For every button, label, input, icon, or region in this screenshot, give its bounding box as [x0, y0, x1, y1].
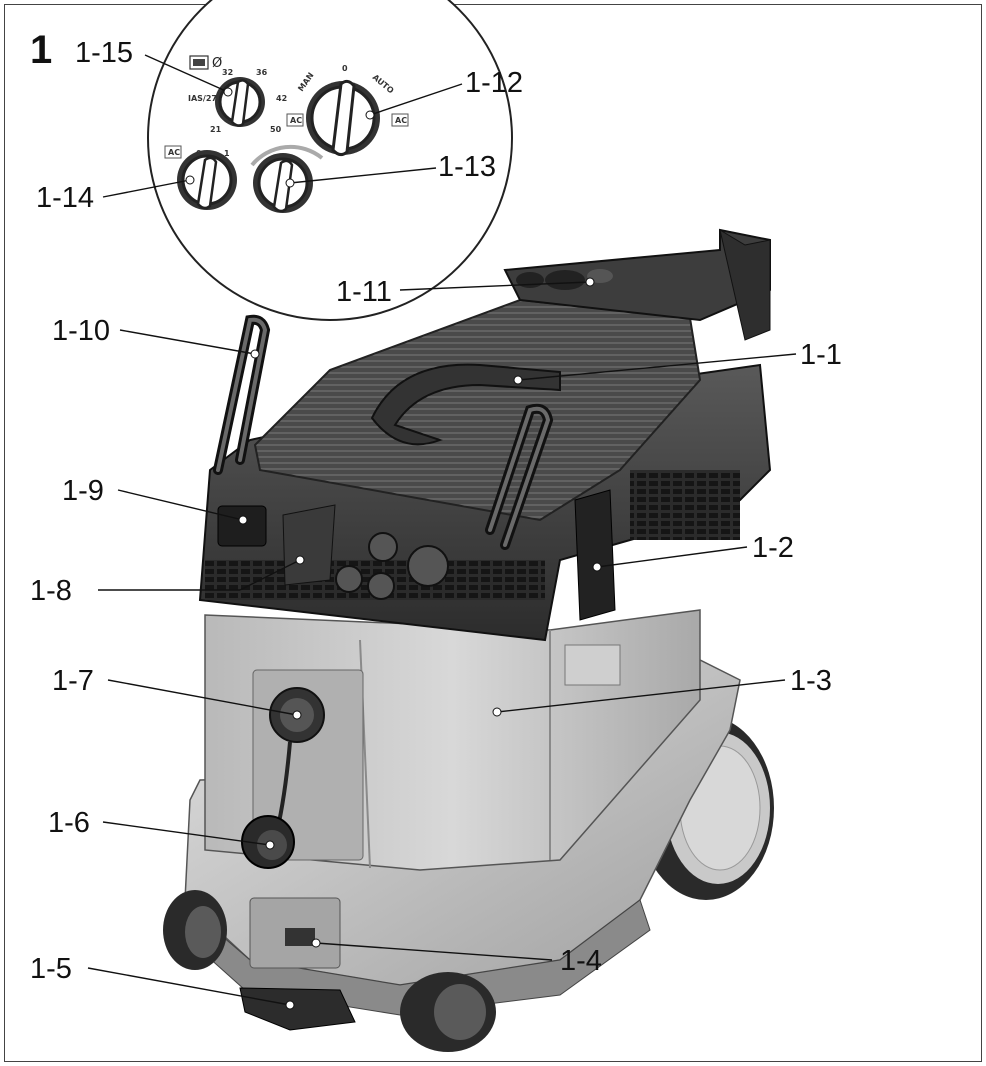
callout-1-8: 1-8: [30, 575, 72, 607]
suction-mode-knob[interactable]: [306, 79, 380, 157]
diameter-symbol: Ø: [212, 56, 222, 71]
front-latch[interactable]: [285, 928, 315, 946]
callout-1-14: 1-14: [36, 182, 94, 214]
figure-number: 1: [30, 28, 53, 72]
callout-1-11: 1-11: [336, 276, 392, 308]
mode-zero-label: 0: [342, 64, 348, 73]
ac-badge-right-box: [391, 113, 409, 127]
ac-badge-switch: AC: [168, 148, 180, 157]
ribbed-lid: [253, 298, 702, 522]
figure-frame: [4, 4, 982, 1062]
ac-badge-left-box: [286, 113, 304, 127]
callout-1-4: 1-4: [560, 945, 602, 977]
side-flap[interactable]: [574, 489, 616, 621]
hose-icon-fill: [193, 59, 205, 66]
callout-1-12: 1-12: [465, 67, 523, 99]
callout-1-2: 1-2: [752, 532, 794, 564]
lid-handle[interactable]: [370, 363, 561, 446]
control-panel-detail: Ø 32 36 IAS/27 42 21 50 MAN 0 AUTO AC AC…: [147, 0, 513, 321]
hose-diameter-knob[interactable]: [215, 77, 265, 127]
callout-1-7: 1-7: [52, 665, 94, 697]
callout-1-6: 1-6: [48, 807, 90, 839]
front-castor-right: [400, 972, 496, 1052]
panel-cover[interactable]: [282, 504, 336, 586]
scale-42: 42: [276, 94, 287, 103]
suction-power-knob[interactable]: [253, 153, 313, 213]
panel-socket[interactable]: [217, 505, 267, 547]
callout-1-15: 1-15: [75, 37, 133, 69]
ac-badge-left: AC: [290, 116, 302, 125]
container-handle-slot: [564, 644, 621, 686]
ac-badge-switch-box: [164, 145, 182, 159]
push-handle-right-highlight: [488, 406, 551, 547]
callout-1-5: 1-5: [30, 953, 72, 985]
scale-21: 21: [210, 125, 222, 134]
front-knobs[interactable]: [335, 532, 449, 600]
side-grille: [630, 470, 740, 540]
scale-50: 50: [270, 125, 282, 134]
ac-badge-right: AC: [395, 116, 407, 125]
callout-1-1: 1-1: [800, 339, 842, 371]
callout-1-3: 1-3: [790, 665, 832, 697]
switch-on-label: 1: [224, 149, 230, 158]
scale-36: 36: [256, 68, 268, 77]
power-arc: [250, 144, 324, 167]
callout-1-9: 1-9: [62, 475, 104, 507]
callout-1-13: 1-13: [438, 151, 496, 183]
push-handle-left-highlight: [216, 317, 268, 472]
callout-1-10: 1-10: [52, 315, 110, 347]
leader-lines: [87, 54, 797, 1006]
front-castor-left: [163, 890, 227, 970]
scale-ias27: IAS/27: [188, 94, 217, 103]
hose-holder[interactable]: [239, 987, 356, 1031]
rear-hook: [719, 228, 771, 341]
chassis-lower: [177, 898, 651, 1016]
scale-32: 32: [222, 68, 233, 77]
tray-recess-1: [545, 270, 585, 290]
power-switch-knob[interactable]: [177, 150, 237, 210]
leader-dots: [185, 87, 602, 1010]
